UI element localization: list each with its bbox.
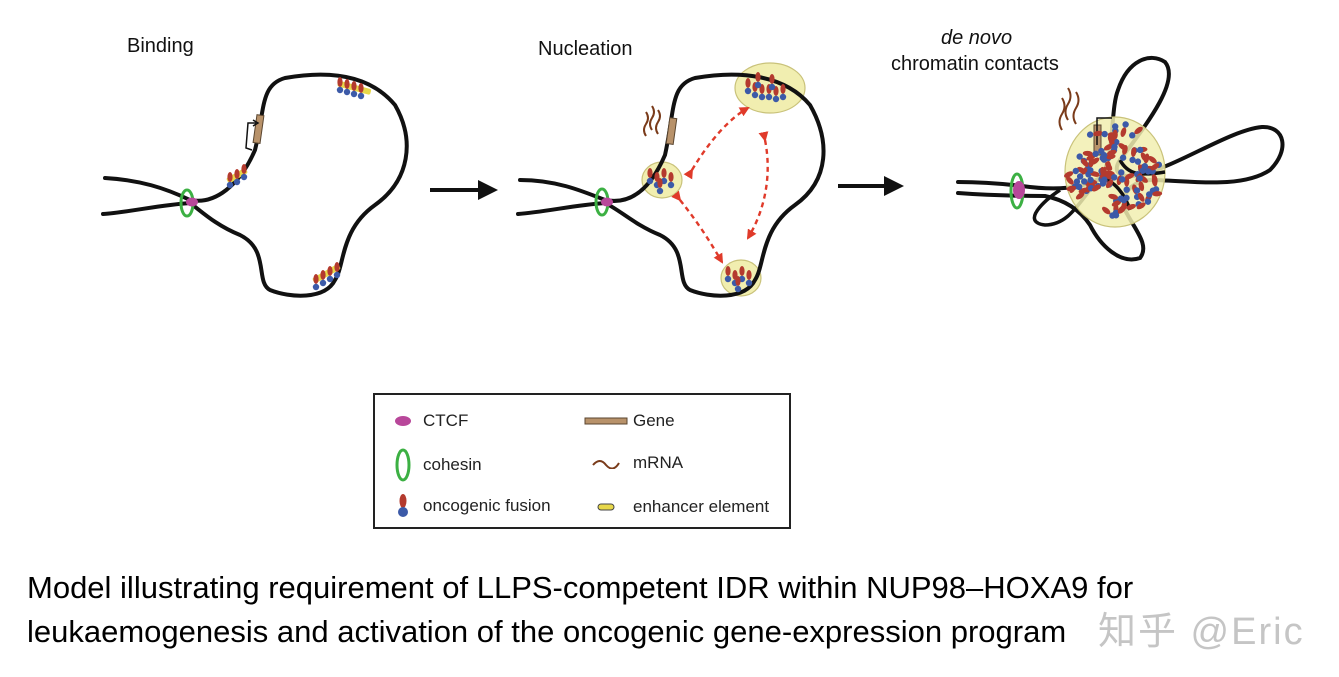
step-arrow (430, 180, 498, 200)
binding-panel (101, 72, 409, 298)
mrna-transcripts (1058, 87, 1080, 131)
legend-label: Gene (633, 411, 675, 430)
legend-label: mRNA (633, 453, 684, 472)
gene-icon (579, 416, 633, 426)
figure-caption: Model illustrating requirement of LLPS-c… (27, 566, 1327, 654)
legend-item-cohesin: cohesin (383, 447, 482, 483)
denovo-title: chromatin contacts (891, 53, 1059, 75)
ctcf-protein (601, 197, 613, 207)
ctcf-protein (186, 197, 198, 207)
tss-arrow-icon (245, 122, 256, 151)
legend-label: enhancer element (633, 497, 770, 516)
fusion-cluster (336, 77, 372, 100)
fusion-cluster (312, 262, 341, 291)
model-diagram (101, 56, 1285, 298)
legend-item-gene: Gene (579, 411, 675, 431)
mrna-transcripts (643, 105, 661, 137)
chromatin-strand (101, 72, 409, 298)
ctcf-protein (1013, 181, 1025, 199)
ctcf-icon (383, 415, 423, 427)
denovo-title-italic: de novo (941, 27, 1013, 49)
caption-line: leukaemogenesis and activation of the on… (27, 614, 1067, 649)
legend-label: cohesin (423, 455, 482, 474)
step-arrow (838, 176, 904, 196)
gene-segment (665, 117, 678, 145)
mrna-icon (579, 457, 633, 469)
legend-item-enhancer: enhancer element (579, 497, 769, 517)
legend-item-mrna: mRNA (579, 453, 683, 473)
cohesin-icon (383, 447, 423, 483)
legend-item-fusion: oncogenic fusion (383, 493, 551, 519)
interaction-arrows (671, 106, 769, 264)
watermark: 知乎 @Eric (1098, 611, 1305, 653)
enhancer-icon (579, 502, 633, 512)
legend: CTCF cohesin oncogenic fusion Gene mRNA … (373, 393, 791, 529)
oncogenic-fusion-icon (383, 493, 423, 519)
denovo-panel (956, 56, 1285, 262)
nucleation-panel (516, 62, 826, 298)
fusion-cluster (226, 164, 248, 189)
legend-label: CTCF (423, 411, 469, 430)
legend-label: oncogenic fusion (423, 496, 551, 515)
gene-segment (252, 114, 265, 144)
legend-item-ctcf: CTCF (383, 411, 468, 431)
nucleation-title: Nucleation (538, 38, 633, 60)
caption-line: Model illustrating requirement of LLPS-c… (27, 570, 1134, 605)
binding-title: Binding (127, 35, 194, 57)
